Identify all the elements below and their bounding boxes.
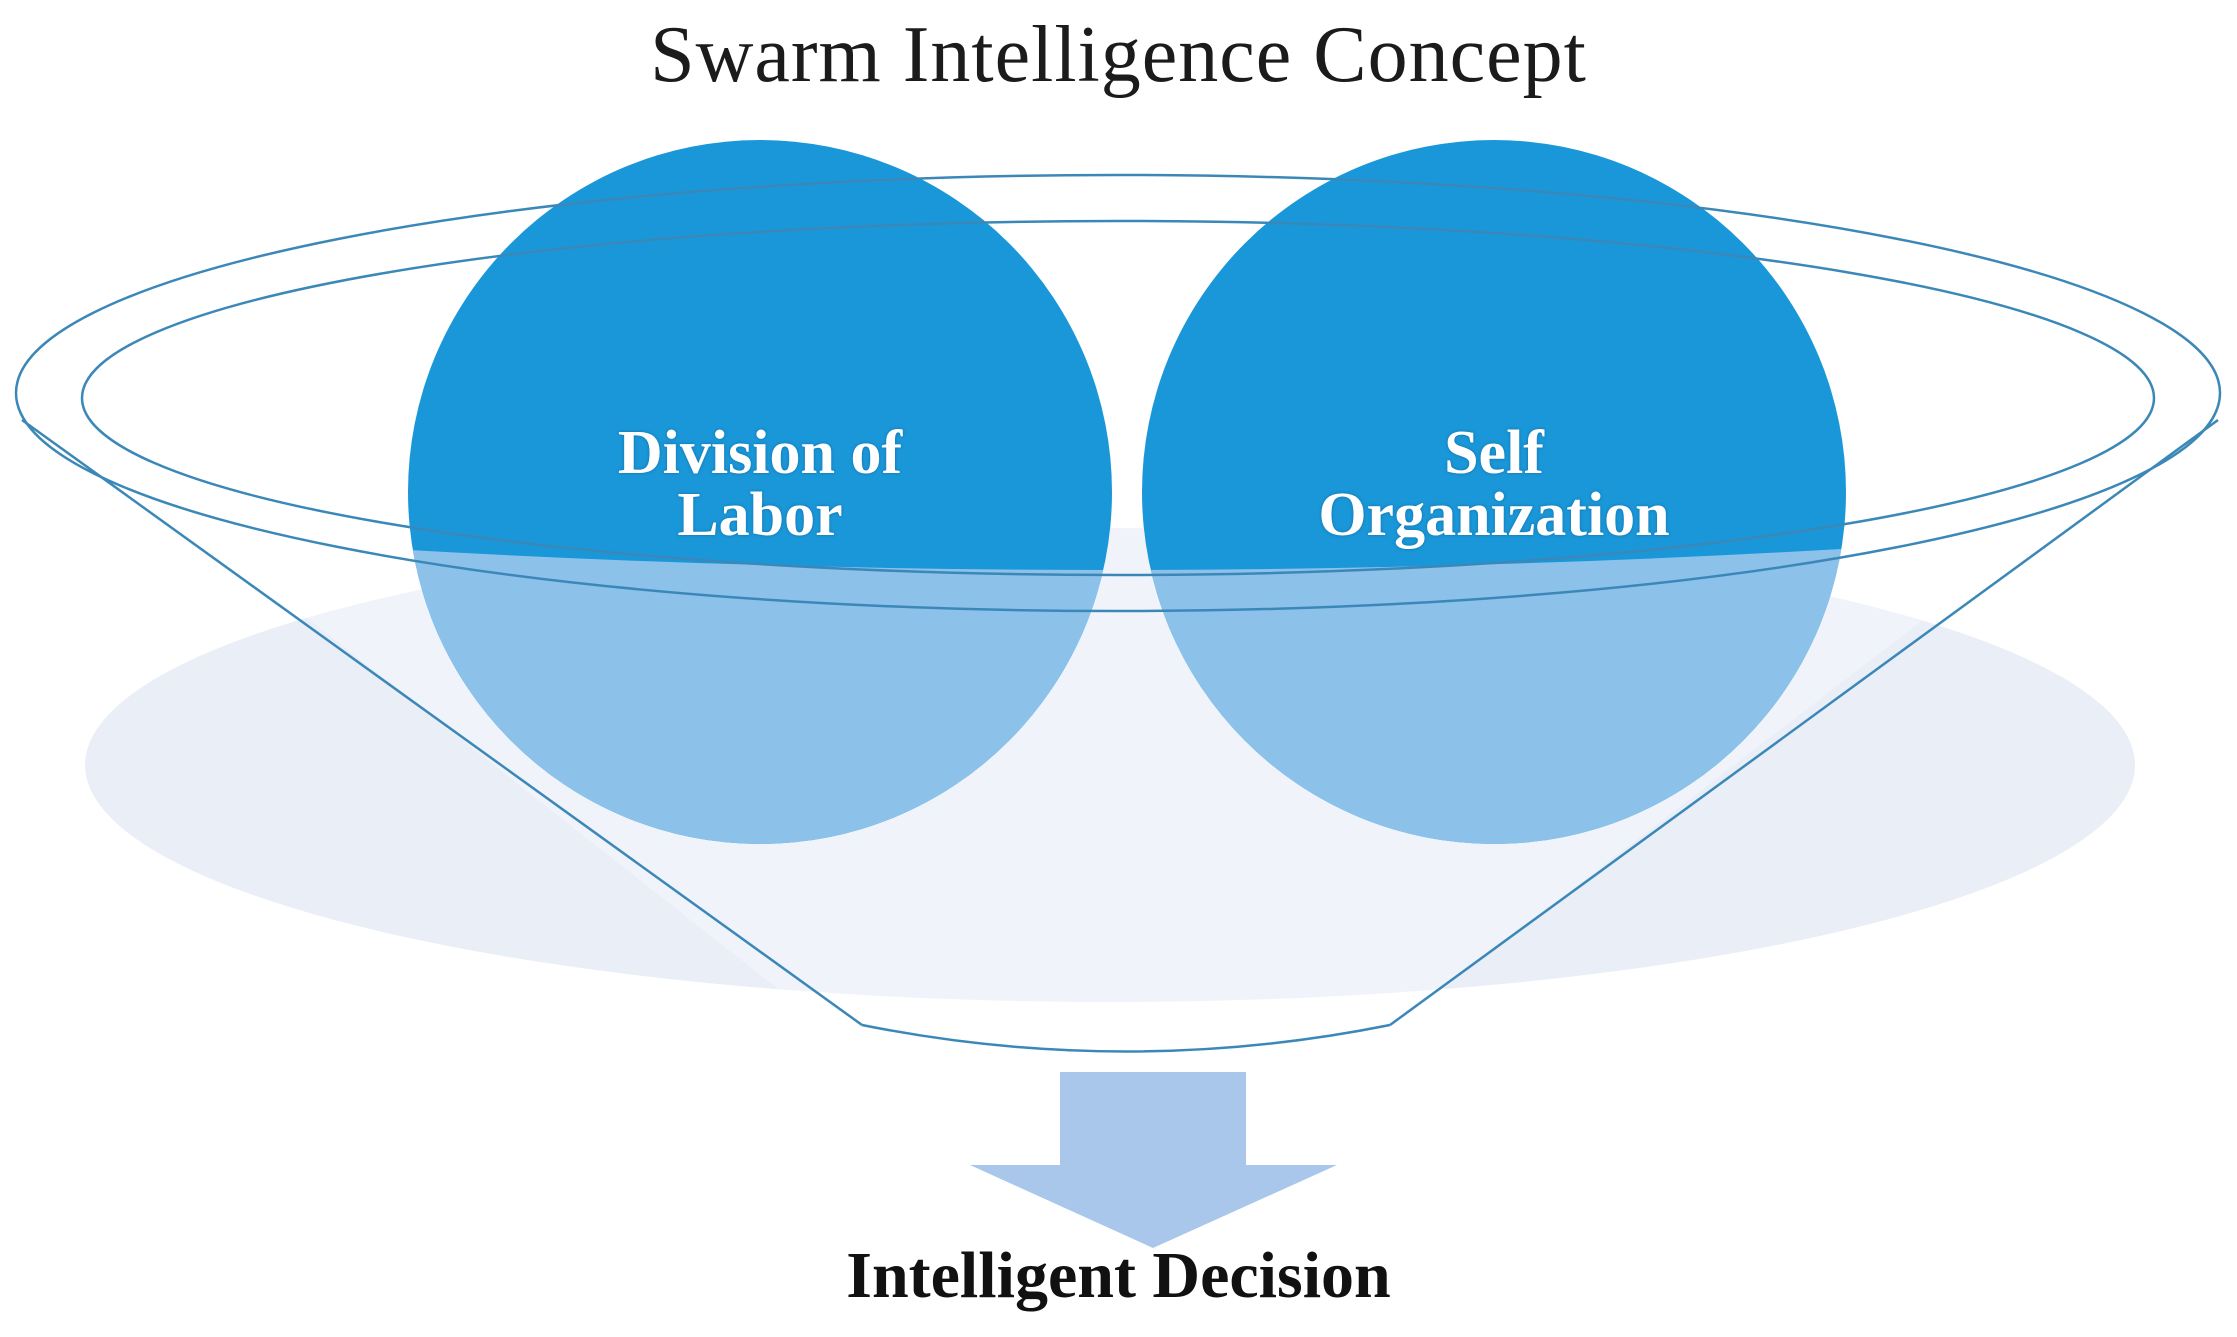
- funnel-rim-outer: [14, 173, 2222, 613]
- label-line: Labor: [677, 481, 843, 549]
- funnel-spout: [861, 1023, 1391, 1053]
- label-division-of-labor: Division of Labor: [460, 422, 1060, 546]
- funnel-left-edge: [21, 418, 863, 1027]
- label-line: Organization: [1318, 481, 1670, 549]
- label-self-organization: Self Organization: [1194, 422, 1794, 546]
- funnel-right-edge: [1389, 418, 2219, 1027]
- circle-self-org-lower-tint: [1142, 520, 1846, 844]
- funnel-rim-inner: [80, 219, 2156, 577]
- outcome-label: Intelligent Decision: [846, 1239, 1391, 1312]
- diagram-title: Swarm Intelligence Concept: [650, 11, 1587, 99]
- label-line: Self: [1444, 419, 1544, 487]
- down-arrow: [970, 1072, 1337, 1248]
- circle-division-lower-tint: [408, 520, 1112, 844]
- label-line: Division of: [617, 419, 903, 487]
